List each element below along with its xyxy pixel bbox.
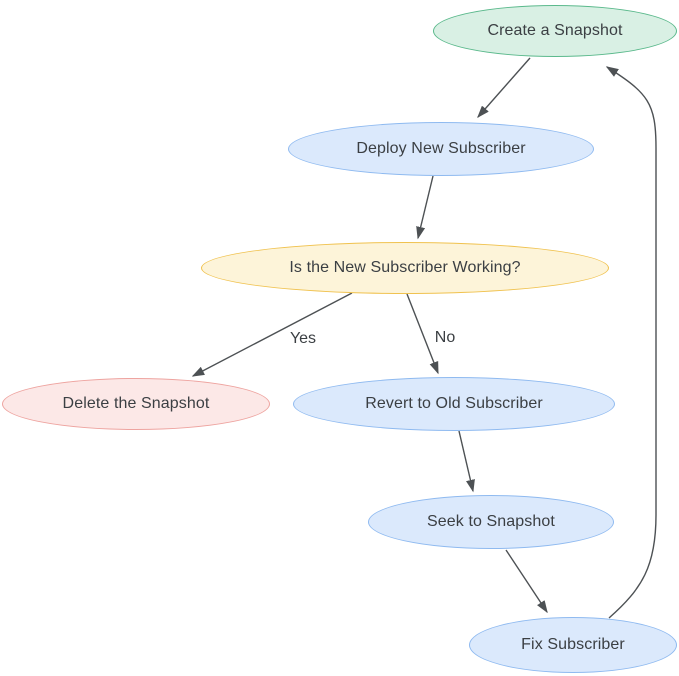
edge-label-no: No [434,329,456,346]
edge-working-to-revert [406,293,439,375]
node-label: Delete the Snapshot [62,395,210,412]
node-fix-subscriber: Fix Subscriber [469,617,677,673]
edge-create-to-deploy [477,57,531,119]
node-revert-to-old-subscriber: Revert to Old Subscriber [293,377,615,431]
edge-revert-to-seek [458,430,475,493]
node-create-snapshot: Create a Snapshot [433,5,677,57]
node-label: Seek to Snapshot [427,513,555,530]
edge-deploy-to-working [416,175,434,240]
edge-fix-to-create [605,66,657,619]
edge-working-to-delete [191,292,353,377]
node-delete-the-snapshot: Delete the Snapshot [2,378,270,430]
node-seek-to-snapshot: Seek to Snapshot [368,495,614,549]
node-label: Revert to Old Subscriber [365,395,543,412]
node-label: Is the New Subscriber Working? [289,259,521,276]
node-is-new-subscriber-working: Is the New Subscriber Working? [201,242,609,294]
node-label: Fix Subscriber [521,636,625,653]
node-label: Deploy New Subscriber [356,140,526,157]
node-label: Create a Snapshot [487,22,623,39]
edge-seek-to-fix [505,549,548,614]
node-deploy-new-subscriber: Deploy New Subscriber [288,122,594,176]
edge-label-yes: Yes [289,330,317,347]
